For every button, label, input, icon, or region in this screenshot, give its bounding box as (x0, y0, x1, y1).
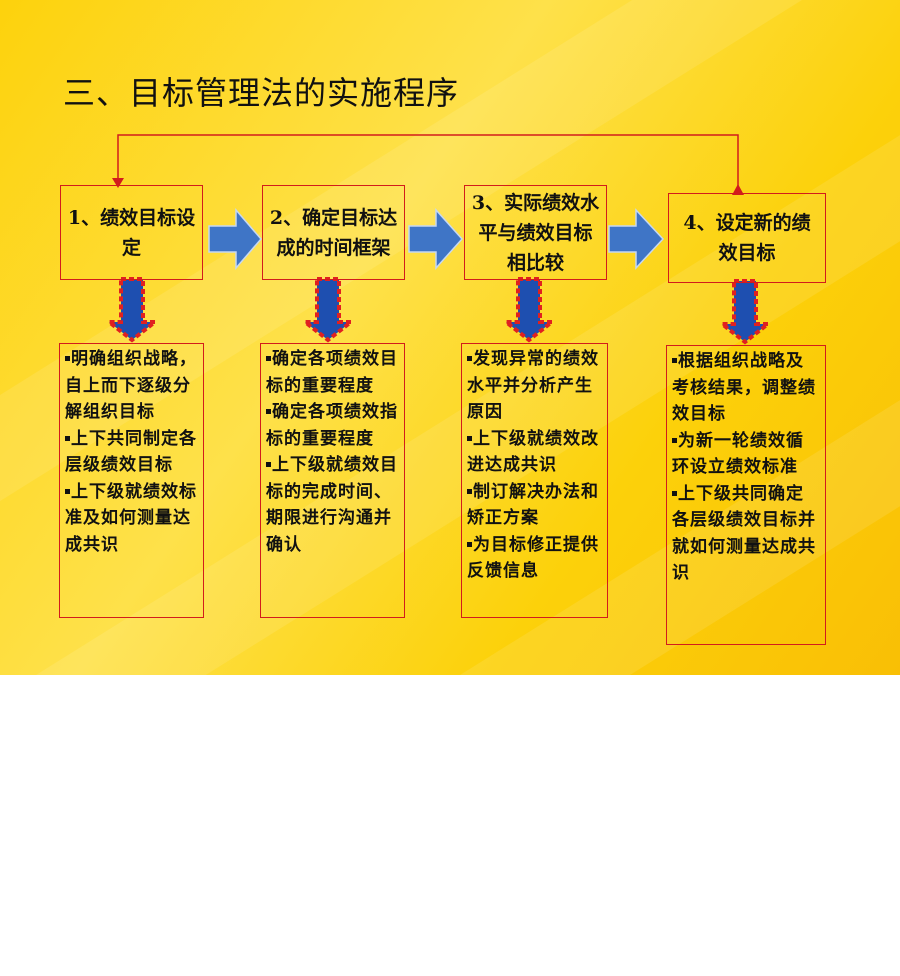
down-arrow-icon (716, 279, 774, 345)
feedback-arrowhead-down-icon (112, 178, 124, 188)
feedback-loop-line (117, 134, 739, 193)
detail-box-1: 明确组织战略，自上而下逐级分解组织目标 上下共同制定各层级绩效目标 上下级就绩效… (59, 343, 204, 618)
slide-title: 三、目标管理法的实施程序 (63, 74, 460, 112)
detail-item: 制订解决办法和矫正方案 (467, 479, 603, 532)
detail-item: 上下级就绩效标准及如何测量达成共识 (65, 479, 199, 559)
detail-item: 上下级就绩效改进达成共识 (467, 426, 603, 479)
step-box-1: 1、绩效目标设定 (60, 185, 203, 280)
step-box-3: 3、实际绩效水平与绩效目标相比较 (464, 185, 607, 280)
step-label: 2、确定目标达成的时间框架 (269, 206, 398, 259)
detail-item: 发现异常的绩效水平并分析产生原因 (467, 346, 603, 426)
right-arrow-icon (208, 207, 262, 271)
detail-item: 上下级共同确定各层级绩效目标并就如何测量达成共识 (672, 481, 821, 587)
down-arrow-icon (103, 277, 161, 343)
detail-box-4: 根据组织战略及考核结果，调整绩效目标 为新一轮绩效循环设立绩效标准 上下级共同确… (666, 345, 826, 645)
detail-item: 上下共同制定各层级绩效目标 (65, 426, 199, 479)
step-box-2: 2、确定目标达成的时间框架 (262, 185, 405, 280)
step-box-4: 4、设定新的绩效目标 (668, 193, 826, 283)
step-label: 4、设定新的绩效目标 (683, 212, 811, 264)
detail-item: 上下级就绩效目标的完成时间、期限进行沟通并确认 (266, 452, 400, 558)
detail-box-3: 发现异常的绩效水平并分析产生原因 上下级就绩效改进达成共识 制订解决办法和矫正方… (461, 343, 608, 618)
flow-connectors (103, 134, 774, 345)
right-arrow-icon (608, 208, 665, 270)
step-label: 1、绩效目标设定 (67, 206, 196, 259)
down-arrow-icon (500, 277, 558, 343)
down-arrow-icon (299, 277, 357, 343)
detail-item: 明确组织战略，自上而下逐级分解组织目标 (65, 346, 199, 426)
detail-item: 为目标修正提供反馈信息 (467, 532, 603, 585)
detail-item: 确定各项绩效目标的重要程度 (266, 346, 400, 399)
step-label: 3、实际绩效水平与绩效目标相比较 (471, 191, 600, 274)
feedback-arrowhead-up-icon (732, 184, 744, 195)
right-arrow-icon (408, 208, 464, 270)
detail-item: 为新一轮绩效循环设立绩效标准 (672, 428, 821, 481)
detail-box-2: 确定各项绩效目标的重要程度 确定各项绩效指标的重要程度 上下级就绩效目标的完成时… (260, 343, 405, 618)
detail-item: 根据组织战略及考核结果，调整绩效目标 (672, 348, 821, 428)
detail-item: 确定各项绩效指标的重要程度 (266, 399, 400, 452)
